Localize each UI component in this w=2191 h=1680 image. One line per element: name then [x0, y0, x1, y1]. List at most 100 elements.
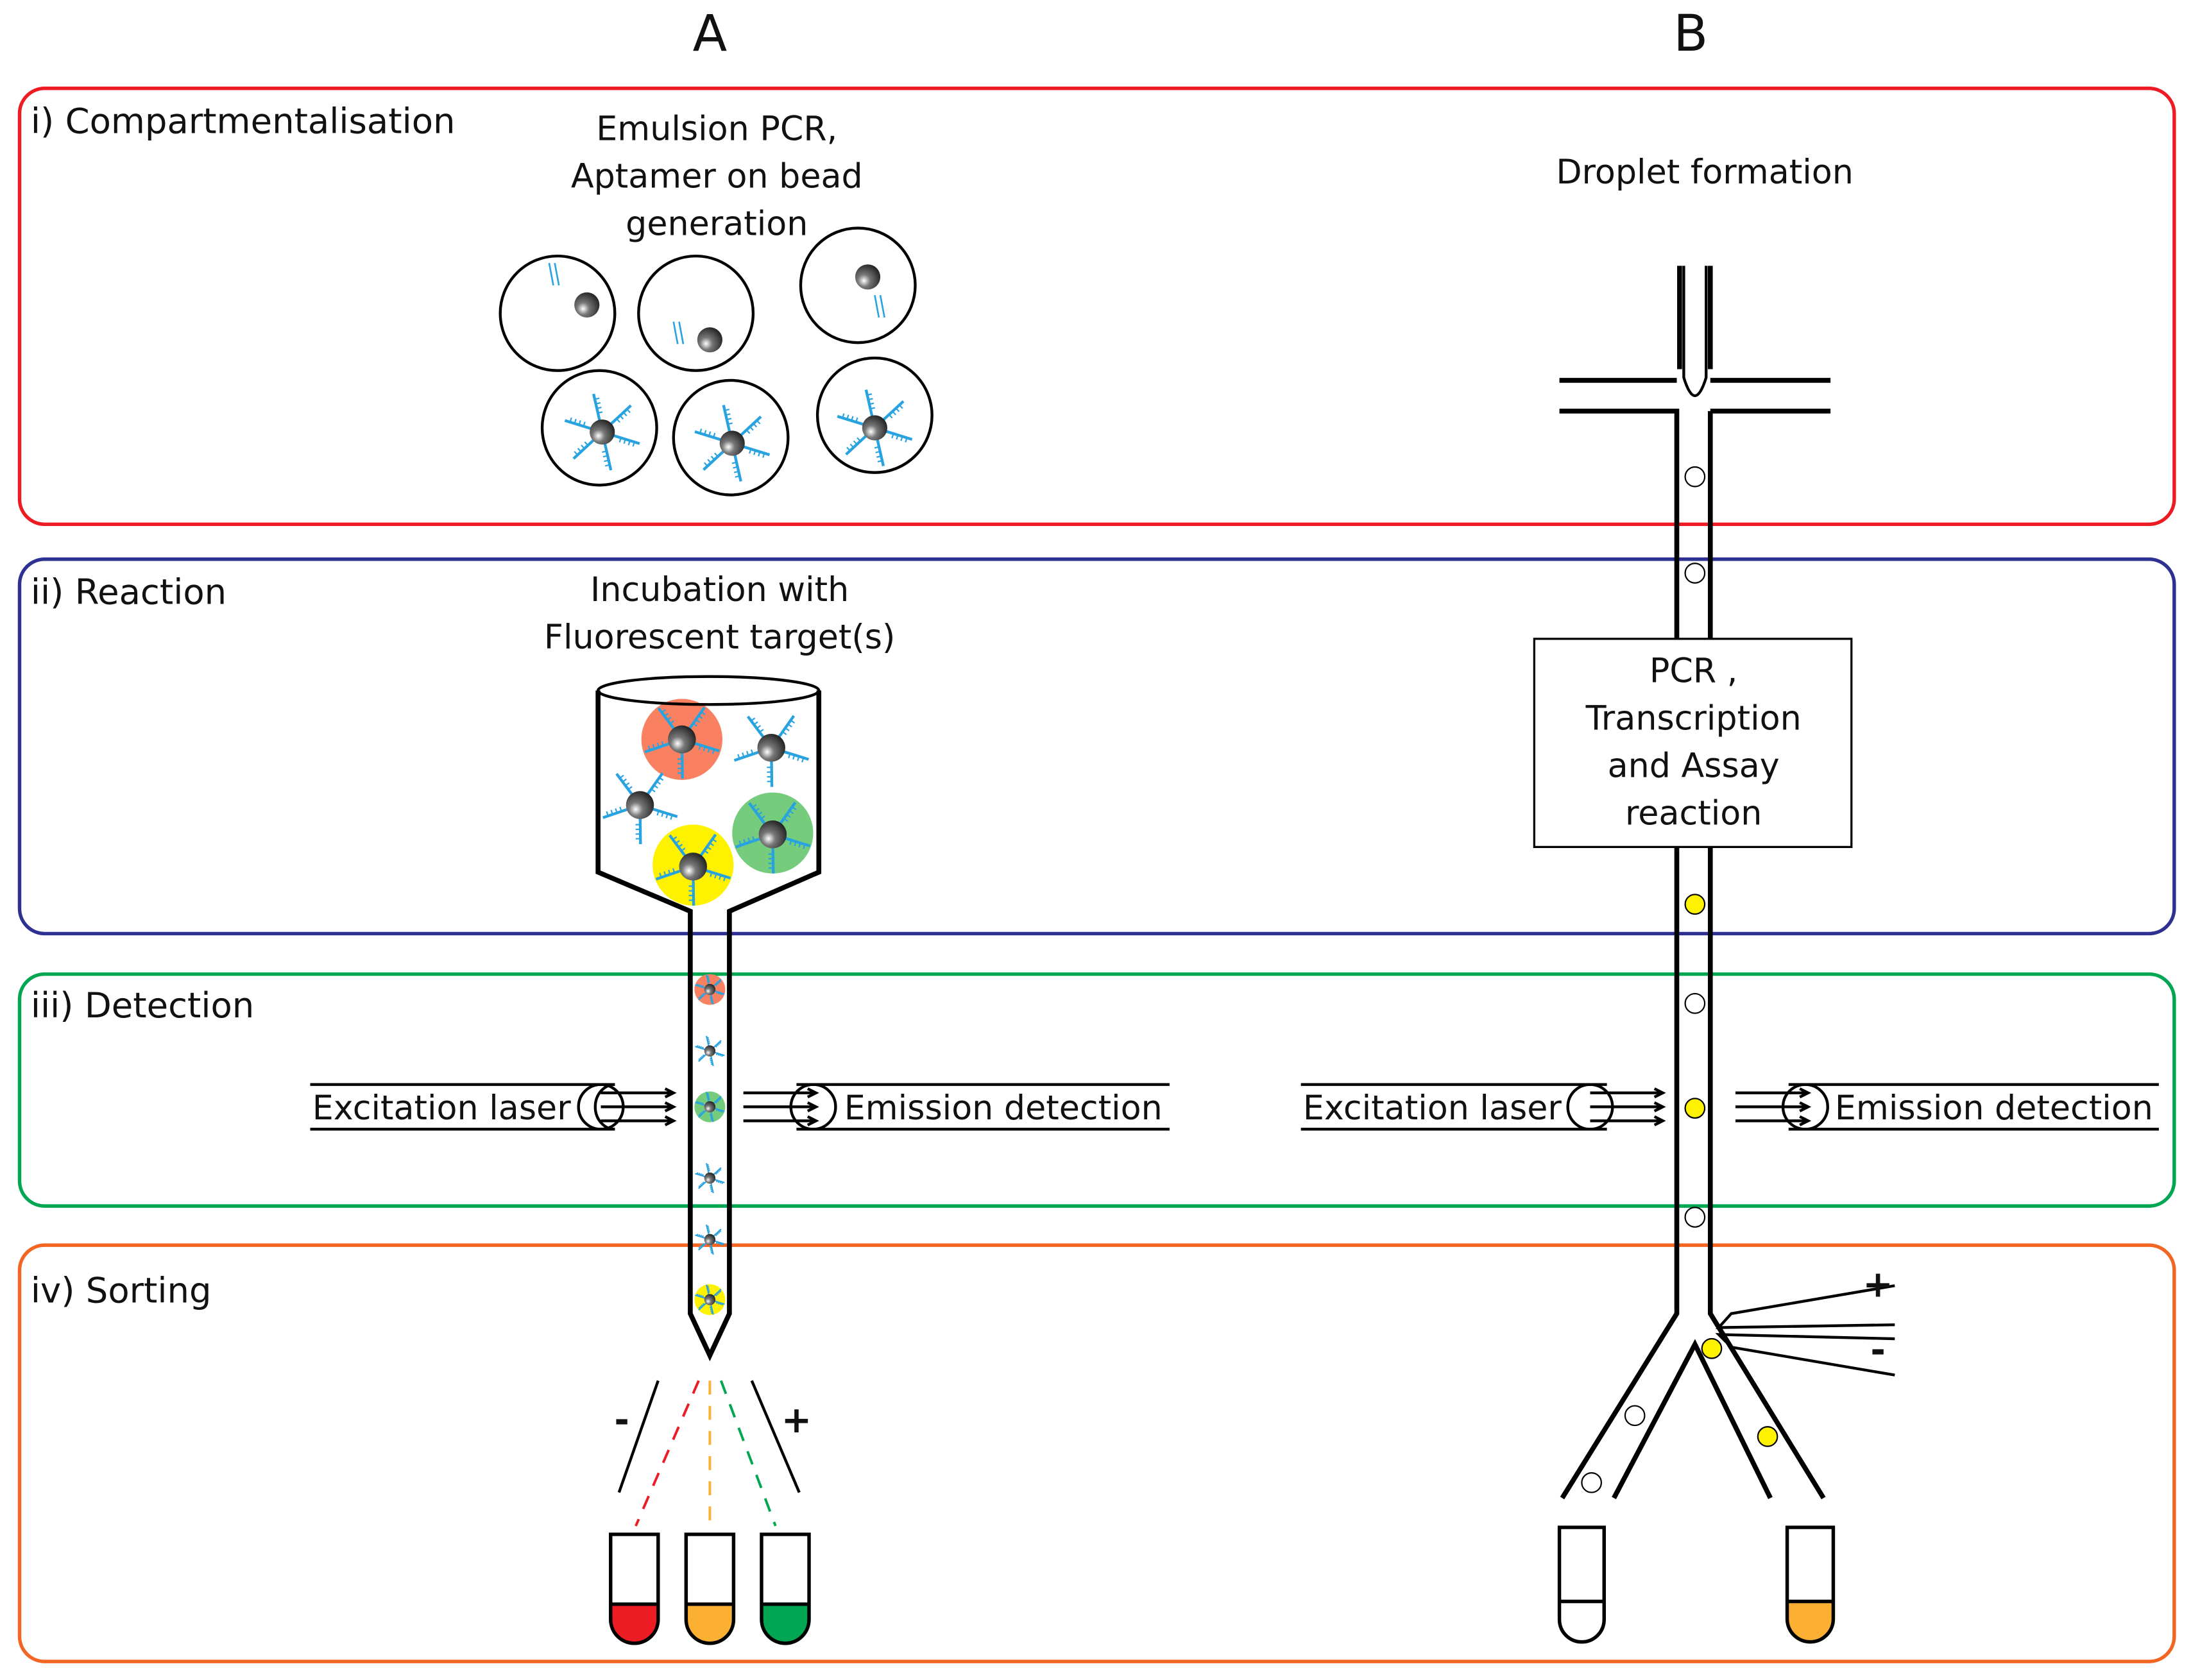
aptamer-base	[788, 753, 791, 759]
excitation-laser-a: Excitation laser	[310, 1083, 677, 1131]
aptamer-base	[619, 774, 624, 779]
aptamer-base	[749, 426, 754, 431]
droplet-empty	[1684, 1207, 1706, 1228]
aptamer-bead	[695, 1035, 725, 1066]
aptamer-bead	[837, 389, 913, 466]
aptamer-base	[594, 397, 600, 400]
emission-detection-label-b: Emission detection	[1835, 1089, 2153, 1128]
aptamer-bead	[695, 1091, 725, 1123]
aptamer-base	[792, 754, 796, 760]
aptamer-base	[855, 417, 858, 423]
aptamer-base	[726, 418, 732, 421]
aptamer-base	[787, 723, 792, 727]
aptamer-base	[712, 749, 715, 754]
aptamer-base	[701, 1111, 704, 1114]
aptamer-base	[719, 1097, 722, 1100]
droplet-empty	[1684, 466, 1706, 488]
aptamer-base	[653, 785, 658, 789]
aptamer-base	[698, 1185, 701, 1188]
emulsion-droplet	[799, 226, 917, 344]
aptamer-base	[626, 409, 631, 414]
aptamer-base	[669, 720, 675, 725]
aptamer-base	[706, 846, 712, 851]
aptamer-base	[574, 451, 579, 455]
emulsion-droplet	[540, 369, 658, 487]
aptamer-base	[627, 440, 631, 446]
aptamer-base	[692, 722, 698, 727]
droplet-formation-caption: Droplet formation	[1556, 153, 1854, 192]
aptamer-base	[707, 1289, 710, 1291]
aptamer-base	[665, 813, 669, 819]
aptamer-base	[647, 745, 651, 751]
aptamer-base	[606, 811, 609, 817]
aptamer-base	[715, 983, 717, 987]
aptamer-base	[659, 872, 662, 878]
column-a-header: A	[693, 4, 728, 63]
tube-contents	[610, 1604, 658, 1643]
aptamer-base	[623, 439, 626, 445]
aptamer-base	[699, 1056, 703, 1060]
aptamer-base	[798, 842, 801, 848]
aptamer-base	[760, 815, 765, 820]
aptamer-base	[696, 1172, 699, 1175]
aptamer-base	[753, 450, 756, 455]
aptamer-base	[710, 1115, 712, 1117]
bead-core	[704, 1101, 716, 1113]
aptamer-base	[869, 402, 874, 405]
aptamer-base	[875, 450, 881, 454]
aptamer-bead	[733, 715, 810, 787]
aptamer-base	[716, 982, 719, 985]
aptamer-base	[752, 804, 757, 808]
aptamer-base	[716, 1232, 719, 1235]
trajectory-red	[635, 1380, 700, 1527]
bead-core	[757, 733, 785, 762]
aptamer-base	[733, 466, 738, 469]
aptamer-base	[702, 992, 705, 996]
aptamer-base	[717, 1291, 720, 1294]
aptamer-base	[708, 1169, 710, 1171]
aptamer-base	[719, 1168, 722, 1171]
stage-box-reaction	[17, 557, 2176, 936]
aptamer-base	[698, 1246, 701, 1250]
aptamer-base	[698, 715, 703, 719]
aptamer-base	[754, 808, 760, 812]
aptamer-bead	[564, 393, 640, 471]
aptamer-base	[895, 407, 900, 412]
aptamer-base	[710, 1186, 712, 1189]
aptamer-base	[702, 1054, 705, 1057]
aptamer-base	[707, 1287, 710, 1289]
aptamer-base	[699, 1184, 703, 1187]
aptamer-base	[707, 1040, 710, 1042]
aptamer-strand-free	[672, 321, 685, 344]
aptamer-base	[619, 806, 622, 812]
aptamer-base	[672, 868, 676, 874]
aptamer-base	[710, 872, 713, 878]
aptamer-base	[710, 1061, 713, 1064]
aptamer-base	[737, 754, 740, 759]
aptamer-base	[752, 836, 755, 841]
collection-tubes-b	[1557, 1525, 1836, 1644]
microfluidic-chip	[1559, 266, 1831, 1500]
stage-label-sorting: iv) Sorting	[31, 1269, 212, 1311]
aptamer-base	[892, 411, 896, 416]
aptamer-base	[724, 409, 729, 411]
bead-core	[719, 430, 745, 456]
bead-core	[704, 1294, 716, 1305]
aptamer-base	[867, 393, 873, 396]
stage-box-sorting	[17, 1243, 2176, 1663]
column-b-header: B	[1673, 4, 1708, 63]
aptamer-base	[891, 433, 894, 439]
plus-sign-b: +	[1863, 1264, 1893, 1306]
aptamer-base	[710, 1246, 712, 1248]
aptamer-base	[707, 459, 712, 464]
aptamer-bead	[735, 801, 811, 874]
aptamer-base	[790, 720, 796, 724]
aptamer-base	[708, 1042, 710, 1044]
aptamer-base	[849, 443, 855, 448]
aptamer-base	[715, 1172, 717, 1175]
plus-sign-a: +	[781, 1399, 812, 1441]
aptamer-base	[707, 1167, 710, 1170]
aptamer-base	[652, 743, 656, 749]
aptamer-base	[794, 841, 797, 847]
aptamer-base	[578, 420, 581, 425]
